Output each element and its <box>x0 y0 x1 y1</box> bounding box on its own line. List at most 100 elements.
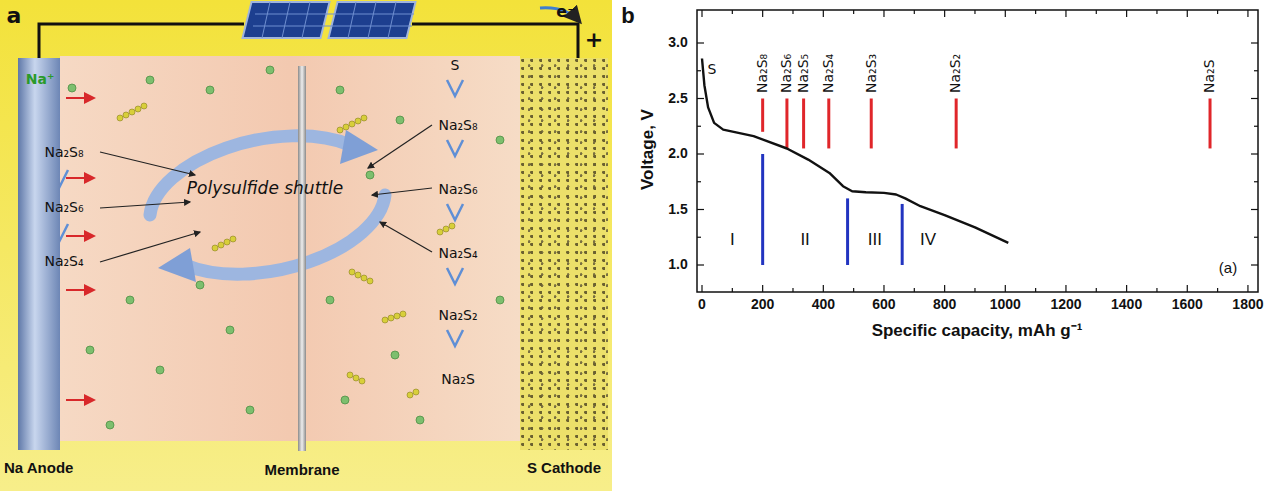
composition-marker <box>827 99 830 149</box>
x-tick <box>792 288 793 292</box>
x-tick <box>1247 285 1248 292</box>
y-tick <box>1251 209 1258 210</box>
cathode-electrode: S Cathode <box>520 58 608 450</box>
composition-label: Na₂S₄ <box>821 54 836 93</box>
composition-marker <box>785 99 788 149</box>
electron-label: e⁻ <box>556 3 575 21</box>
x-tick <box>853 288 854 292</box>
x-tick <box>1156 288 1157 292</box>
x-tick <box>792 10 793 14</box>
x-tick <box>1035 288 1036 292</box>
electrode-label: Membrane <box>264 462 339 479</box>
x-tick <box>914 288 915 292</box>
electrode-label: S Cathode <box>527 460 601 477</box>
y-tick <box>697 153 704 154</box>
x-tick <box>1096 288 1097 292</box>
composition-label: Na₂S₈ <box>755 54 770 93</box>
x-tick <box>944 10 945 17</box>
composition-label: Na₂S <box>1202 59 1217 93</box>
species-label: Na₂S₆ <box>438 182 477 197</box>
y-tick <box>1254 126 1258 127</box>
x-tick-label: 200 <box>751 297 774 312</box>
y-tick <box>1251 153 1258 154</box>
y-tick <box>1251 42 1258 43</box>
x-tick <box>1156 10 1157 14</box>
x-tick <box>823 10 824 17</box>
composition-label: Na₂S₅ <box>796 54 811 93</box>
y-tick <box>697 98 704 99</box>
region-divider <box>761 154 764 265</box>
x-tick <box>1217 288 1218 292</box>
y-tick <box>697 181 701 182</box>
y-tick <box>1254 70 1258 71</box>
species-label: Na₂S₄ <box>438 246 477 261</box>
x-tick-label: 1600 <box>1172 297 1203 312</box>
y-tick <box>697 126 701 127</box>
x-tick-label: 600 <box>872 297 895 312</box>
region-divider <box>846 198 849 265</box>
x-tick <box>1126 10 1127 17</box>
composition-marker <box>802 99 805 149</box>
x-tick <box>974 10 975 14</box>
x-tick-label: 1400 <box>1111 297 1142 312</box>
x-tick <box>762 285 763 292</box>
y-tick-label: 1.5 <box>668 202 687 217</box>
species-label: Na₂S <box>441 372 475 387</box>
ion-label: Na⁺ <box>26 72 55 87</box>
composition-marker <box>955 99 958 149</box>
x-tick <box>701 285 702 292</box>
panel-letter: b <box>621 4 634 28</box>
polarity-sign: + <box>585 28 603 52</box>
y-tick-label: 2.0 <box>668 146 687 161</box>
y-tick <box>697 237 701 238</box>
species-label: Na₂S₈ <box>438 118 477 133</box>
x-tick-label: 1000 <box>990 297 1021 312</box>
electrode-label: Na Anode <box>4 460 73 477</box>
region-numeral: III <box>868 231 882 250</box>
x-tick <box>944 285 945 292</box>
composition-marker <box>870 99 873 149</box>
y-tick-label: 3.0 <box>668 35 687 50</box>
region-numeral: I <box>730 231 735 250</box>
x-tick <box>1005 285 1006 292</box>
species-label: Na₂S₂ <box>438 308 477 323</box>
x-tick <box>1126 285 1127 292</box>
shuttle-label: Polysulfide shuttle <box>187 179 343 198</box>
y-tick <box>697 70 701 71</box>
plot-frame <box>697 10 1258 292</box>
x-tick-label: 0 <box>698 297 706 312</box>
composition-marker <box>1209 99 1212 149</box>
x-tick <box>1187 285 1188 292</box>
x-tick <box>1096 10 1097 14</box>
x-tick-label: 1200 <box>1050 297 1081 312</box>
y-tick <box>1254 237 1258 238</box>
x-tick <box>1065 10 1066 17</box>
x-tick-label: 800 <box>933 297 956 312</box>
species-label: Na₂S₄ <box>44 254 83 269</box>
species-label: S <box>708 62 717 77</box>
x-tick <box>1187 10 1188 17</box>
subplot-tag: (a) <box>1219 260 1237 277</box>
x-tick <box>1005 10 1006 17</box>
axis-title: Specific capacity, mAh g⁻¹ <box>872 322 1083 341</box>
x-tick-label: 400 <box>812 297 835 312</box>
y-tick-label: 2.5 <box>668 91 687 106</box>
x-tick <box>701 10 702 17</box>
x-tick <box>914 10 915 14</box>
y-tick <box>1251 264 1258 265</box>
x-tick <box>883 10 884 17</box>
x-tick <box>732 288 733 292</box>
y-tick <box>697 42 704 43</box>
composition-label: Na₂S₆ <box>779 54 794 93</box>
panel-letter: a <box>7 4 22 28</box>
y-tick-label: 1.0 <box>668 257 687 272</box>
x-tick <box>974 288 975 292</box>
composition-label: Na₂S₂ <box>948 54 963 93</box>
x-tick <box>1065 285 1066 292</box>
x-tick <box>762 10 763 17</box>
separator-membrane: Membrane <box>298 66 306 451</box>
x-tick <box>1217 10 1218 14</box>
region-divider <box>901 204 904 265</box>
